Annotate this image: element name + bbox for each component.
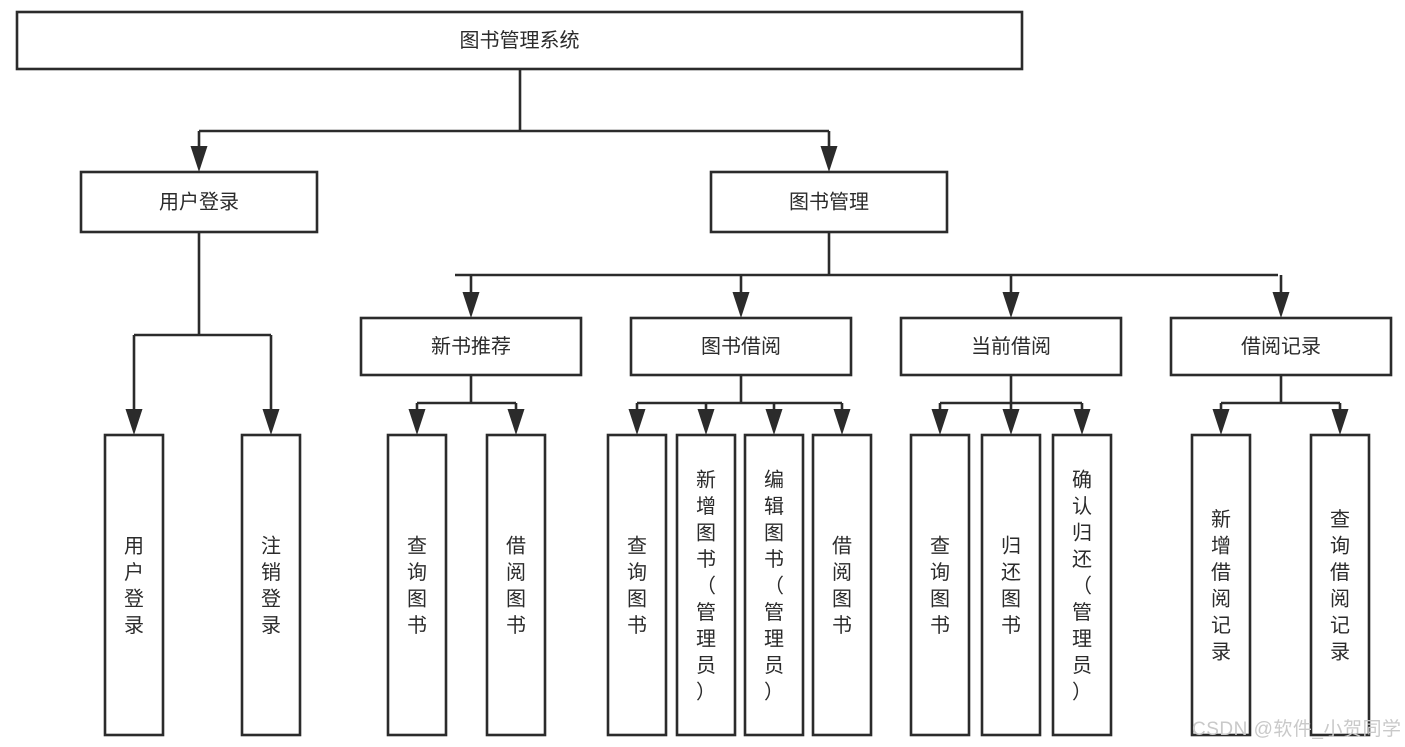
node-box-book-borrow[interactable] xyxy=(629,316,853,377)
node-book-borrow[interactable]: 图书借阅 xyxy=(629,316,853,377)
node-label-leaf-edit-book-admin: 编辑图书（管理员） xyxy=(764,468,784,703)
node-box-leaf-borrow-book-rec[interactable] xyxy=(485,433,547,737)
arrow-head-icon xyxy=(1002,292,1020,318)
node-label-new-book-rec: 新书推荐 xyxy=(431,335,511,358)
arrow-head-icon xyxy=(190,146,208,172)
node-leaf-query-book-current[interactable]: 查询图书 xyxy=(909,433,971,737)
node-layer: 图书管理系统用户登录图书管理新书推荐图书借阅当前借阅借阅记录用户登录注销登录查询… xyxy=(15,10,1393,737)
node-box-new-book-rec[interactable] xyxy=(359,316,583,377)
node-label-leaf-query-book-current: 查询图书 xyxy=(930,535,950,638)
node-new-book-rec[interactable]: 新书推荐 xyxy=(359,316,583,377)
connector-book-manage xyxy=(455,232,1290,318)
node-box-borrow-record[interactable] xyxy=(1169,316,1393,377)
arrow-head-icon xyxy=(408,409,426,435)
node-leaf-return-book[interactable]: 归还图书 xyxy=(980,433,1042,737)
node-box-leaf-query-book-current[interactable] xyxy=(909,433,971,737)
node-leaf-borrow-book[interactable]: 借阅图书 xyxy=(811,433,873,737)
node-box-leaf-return-book[interactable] xyxy=(980,433,1042,737)
arrow-head-icon xyxy=(732,292,750,318)
arrow-head-icon xyxy=(1073,409,1091,435)
node-box-leaf-edit-book-admin[interactable] xyxy=(743,433,805,737)
node-leaf-edit-book-admin[interactable]: 编辑图书（管理员） xyxy=(743,433,805,737)
arrow-head-icon xyxy=(931,409,949,435)
arrow-head-icon xyxy=(1212,409,1230,435)
node-label-leaf-query-borrow-record: 查询借阅记录 xyxy=(1330,508,1350,664)
node-leaf-query-book-borrow[interactable]: 查询图书 xyxy=(606,433,668,737)
node-box-current-borrow[interactable] xyxy=(899,316,1123,377)
node-label-leaf-query-book-borrow: 查询图书 xyxy=(627,535,647,638)
node-label-book-manage: 图书管理 xyxy=(789,190,869,213)
node-box-leaf-query-book-borrow[interactable] xyxy=(606,433,668,737)
node-label-root: 图书管理系统 xyxy=(460,29,580,52)
node-root[interactable]: 图书管理系统 xyxy=(15,10,1024,71)
node-label-leaf-confirm-return-admin: 确认归还（管理员） xyxy=(1072,468,1092,703)
node-box-leaf-add-borrow-record[interactable] xyxy=(1190,433,1252,737)
node-label-leaf-query-book-rec: 查询图书 xyxy=(407,535,427,638)
node-leaf-add-book-admin[interactable]: 新增图书（管理员） xyxy=(675,433,737,737)
node-label-leaf-borrow-book-rec: 借阅图书 xyxy=(506,535,526,638)
node-leaf-borrow-book-rec[interactable]: 借阅图书 xyxy=(485,433,547,737)
connector-new-book-rec xyxy=(408,375,525,435)
node-box-leaf-confirm-return-admin[interactable] xyxy=(1051,433,1113,737)
arrow-head-icon xyxy=(1002,409,1020,435)
node-box-root[interactable] xyxy=(15,10,1024,71)
node-box-leaf-query-book-rec[interactable] xyxy=(386,433,448,737)
node-label-borrow-record: 借阅记录 xyxy=(1241,335,1321,358)
node-book-manage[interactable]: 图书管理 xyxy=(709,170,949,234)
node-leaf-confirm-return-admin[interactable]: 确认归还（管理员） xyxy=(1051,433,1113,737)
node-leaf-add-borrow-record[interactable]: 新增借阅记录 xyxy=(1190,433,1252,737)
node-label-leaf-borrow-book: 借阅图书 xyxy=(832,535,852,638)
node-box-leaf-query-borrow-record[interactable] xyxy=(1309,433,1371,737)
arrow-head-icon xyxy=(833,409,851,435)
node-leaf-user-login[interactable]: 用户登录 xyxy=(103,433,165,737)
arrow-head-icon xyxy=(507,409,525,435)
node-label-leaf-add-borrow-record: 新增借阅记录 xyxy=(1211,508,1231,664)
node-user-login[interactable]: 用户登录 xyxy=(79,170,319,234)
connector-user-login xyxy=(125,232,280,435)
connector-current-borrow xyxy=(931,375,1091,435)
arrow-head-icon xyxy=(820,146,838,172)
arrow-head-icon xyxy=(1272,292,1290,318)
connector-root xyxy=(190,69,838,172)
node-box-book-manage[interactable] xyxy=(709,170,949,234)
arrow-head-icon xyxy=(462,292,480,318)
arrow-head-icon xyxy=(262,409,280,435)
node-label-leaf-return-book: 归还图书 xyxy=(1001,535,1021,638)
arrow-head-icon xyxy=(125,409,143,435)
node-current-borrow[interactable]: 当前借阅 xyxy=(899,316,1123,377)
node-label-user-login: 用户登录 xyxy=(159,190,239,213)
arrow-head-icon xyxy=(1331,409,1349,435)
node-label-leaf-user-login: 用户登录 xyxy=(124,536,144,638)
node-label-leaf-user-logout: 注销登录 xyxy=(261,535,281,638)
node-box-leaf-user-login[interactable] xyxy=(103,433,165,737)
node-box-leaf-borrow-book[interactable] xyxy=(811,433,873,737)
connector-book-borrow xyxy=(628,375,851,435)
arrow-head-icon xyxy=(765,409,783,435)
arrow-head-icon xyxy=(697,409,715,435)
node-borrow-record[interactable]: 借阅记录 xyxy=(1169,316,1393,377)
node-leaf-query-borrow-record[interactable]: 查询借阅记录 xyxy=(1309,433,1371,737)
node-leaf-user-logout[interactable]: 注销登录 xyxy=(240,433,302,737)
node-label-leaf-add-book-admin: 新增图书（管理员） xyxy=(696,468,716,703)
arrow-head-icon xyxy=(628,409,646,435)
node-label-current-borrow: 当前借阅 xyxy=(971,335,1051,358)
node-box-user-login[interactable] xyxy=(79,170,319,234)
node-leaf-query-book-rec[interactable]: 查询图书 xyxy=(386,433,448,737)
node-box-leaf-user-logout[interactable] xyxy=(240,433,302,737)
node-label-book-borrow: 图书借阅 xyxy=(701,335,781,358)
node-box-leaf-add-book-admin[interactable] xyxy=(675,433,737,737)
connector-borrow-record xyxy=(1212,375,1349,435)
connector-layer xyxy=(125,69,1349,435)
